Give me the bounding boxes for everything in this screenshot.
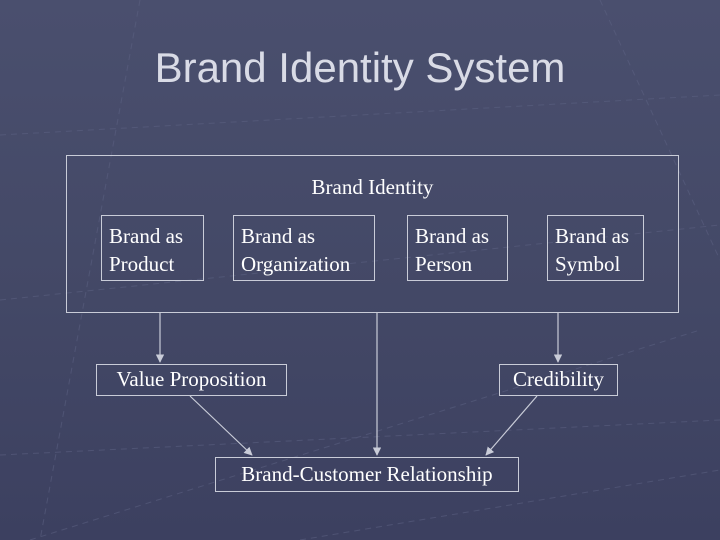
brand-as-person-box: Brand as Person — [407, 215, 508, 281]
arrow-value-to-relationship — [189, 395, 253, 456]
brand-identity-group — [66, 155, 679, 313]
value-proposition-box: Value Proposition — [96, 364, 287, 396]
box-line-2: Product — [109, 252, 175, 276]
slide-title: Brand Identity System — [154, 44, 566, 91]
brand-as-product-box: Brand as Product — [101, 215, 204, 281]
box-line-1: Brand as — [109, 224, 184, 248]
box-line-1: Brand as — [555, 224, 630, 248]
box-line-2: Organization — [241, 252, 351, 276]
box-line-1: Brand as — [415, 224, 490, 248]
credibility-box: Credibility — [499, 364, 618, 396]
brand-as-organization-box: Brand as Organization — [233, 215, 375, 281]
box-line-1: Brand as — [241, 224, 316, 248]
box-line-2: Symbol — [555, 252, 621, 276]
brand-as-symbol-box: Brand as Symbol — [547, 215, 644, 281]
arrow-credibility-to-relationship — [485, 395, 538, 456]
brand-customer-relationship-box: Brand-Customer Relationship — [215, 457, 519, 492]
box-line-2: Person — [415, 252, 473, 276]
brand-identity-label: Brand Identity — [311, 175, 434, 199]
